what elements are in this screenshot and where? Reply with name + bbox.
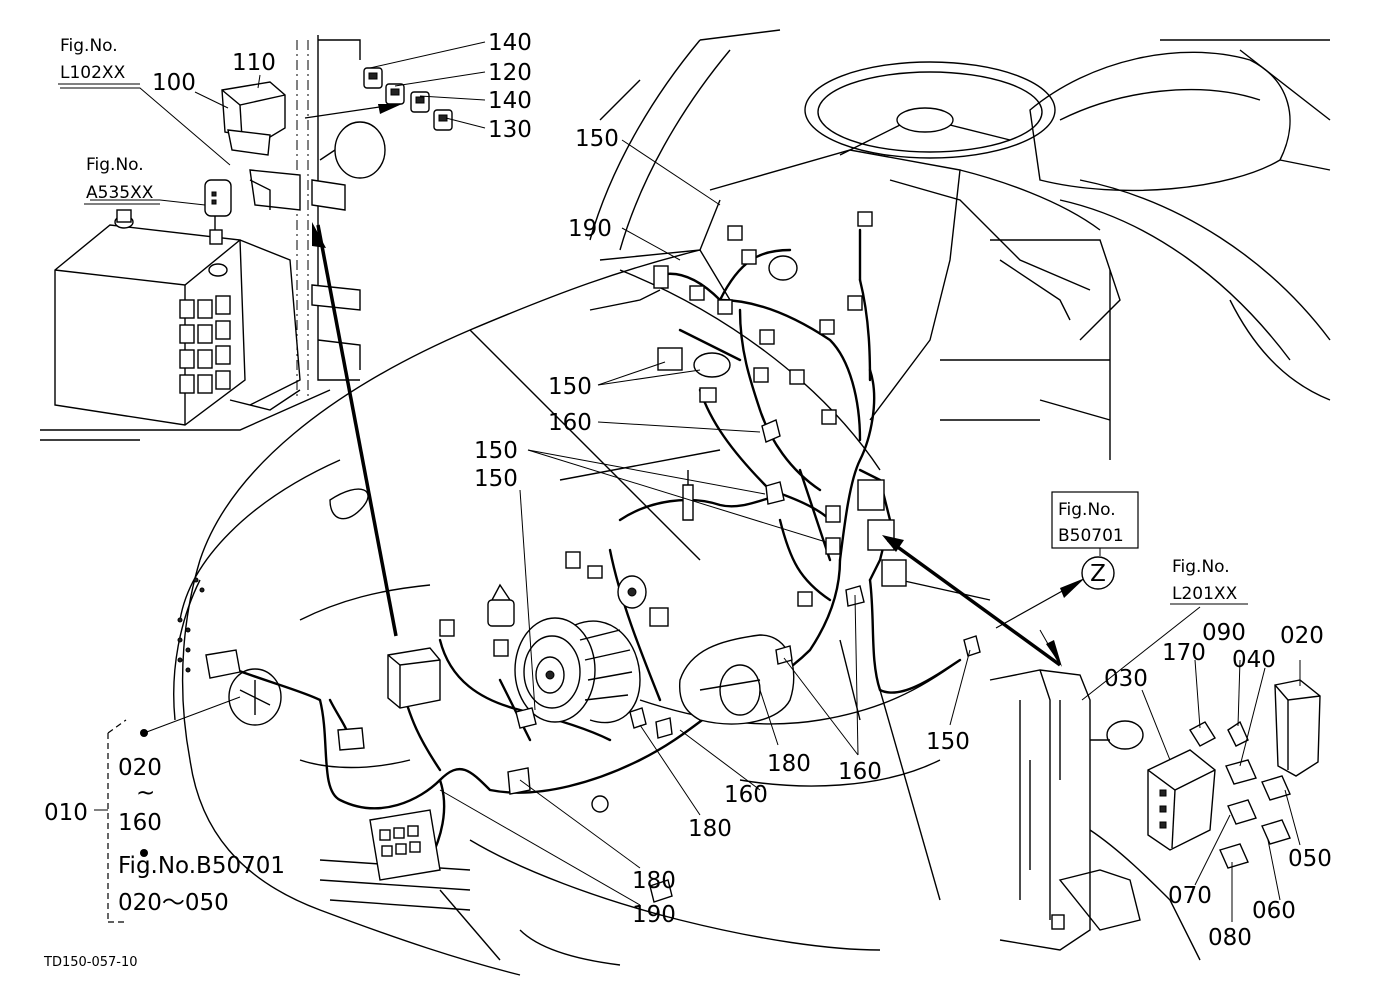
- legend-ref-range: 020～050: [118, 890, 229, 916]
- part-callouts: 100 110 140 120 140 130 150 190 150 160 …: [152, 30, 1332, 951]
- range-legend: 010 020 ~ 160 Fig.No.B50701 020～050: [44, 755, 285, 916]
- legend-main-010: 010: [44, 800, 88, 826]
- figure-references: Fig.No. L102XX Fig.No. A535XX Fig.No. B5…: [58, 36, 1248, 605]
- callout-140-a: 140: [488, 30, 532, 56]
- fig-ref-l201-line1: Fig.No.: [1172, 557, 1230, 577]
- callout-160-a: 160: [548, 410, 592, 436]
- callout-030: 030: [1104, 666, 1148, 692]
- mount-bracket: [249, 35, 386, 400]
- callout-150-d: 150: [474, 466, 518, 492]
- callout-080: 080: [1208, 925, 1252, 951]
- callout-180-b: 180: [688, 816, 732, 842]
- legend-bullet-1: [140, 729, 148, 737]
- fig-ref-b50701-line2: B50701: [1058, 526, 1124, 546]
- fig-ref-l102-line2: L102XX: [60, 63, 126, 83]
- harness-components: [205, 211, 981, 903]
- callout-130: 130: [488, 117, 532, 143]
- callout-150-c: 150: [474, 438, 518, 464]
- fig-ref-l201-line2: L201XX: [1172, 584, 1238, 604]
- callout-190-b: 190: [632, 902, 676, 928]
- fig-ref-l102-line1: Fig.No.: [60, 36, 118, 56]
- callout-180-c: 180: [632, 868, 676, 894]
- tractor-body-outline: [40, 29, 1331, 976]
- grille-dots: [177, 577, 205, 673]
- callout-050: 050: [1288, 846, 1332, 872]
- relay-a535: [204, 179, 232, 245]
- callout-140-b: 140: [488, 88, 532, 114]
- fig-ref-b50701-line1: Fig.No.: [1058, 500, 1116, 520]
- fig-ref-a535-line2: A535XX: [86, 183, 154, 203]
- callout-150-a: 150: [575, 126, 619, 152]
- detail-z-fuse-holder: [989, 669, 1321, 961]
- callout-150-e: 150: [926, 729, 970, 755]
- fuse-box-100: [221, 81, 286, 156]
- callout-060: 060: [1252, 898, 1296, 924]
- callout-070: 070: [1168, 883, 1212, 909]
- pointer-arrows: [304, 103, 1085, 667]
- leader-lines: [60, 41, 1301, 923]
- callout-110: 110: [232, 50, 276, 76]
- zoom-marker-z: Z: [1081, 556, 1115, 590]
- callout-170: 170: [1162, 640, 1206, 666]
- callout-190-a: 190: [568, 216, 612, 242]
- fig-ref-a535-line1: Fig.No.: [86, 155, 144, 175]
- legend-to-160: 160: [118, 810, 162, 836]
- legend-tilde: ~: [136, 780, 155, 806]
- wire-harness: [208, 228, 962, 862]
- callout-020-detail: 020: [1280, 623, 1324, 649]
- callout-160-b: 160: [724, 782, 768, 808]
- callout-180-a: 180: [767, 751, 811, 777]
- legend-ref-fig: Fig.No.B50701: [118, 853, 285, 879]
- mini-fuses: [363, 67, 453, 131]
- battery: [54, 209, 301, 426]
- callout-040: 040: [1232, 647, 1276, 673]
- fig-ref-box-b50701: [1051, 491, 1139, 549]
- callout-160-c: 160: [838, 759, 882, 785]
- callout-090: 090: [1202, 620, 1246, 646]
- callout-100: 100: [152, 70, 196, 96]
- zoom-marker-label: Z: [1090, 561, 1106, 587]
- callout-150-b: 150: [548, 374, 592, 400]
- legend-from-020: 020: [118, 755, 162, 781]
- callout-120: 120: [488, 60, 532, 86]
- legend-bullet-2: [140, 849, 148, 857]
- diagram-code: TD150-057-10: [43, 955, 138, 970]
